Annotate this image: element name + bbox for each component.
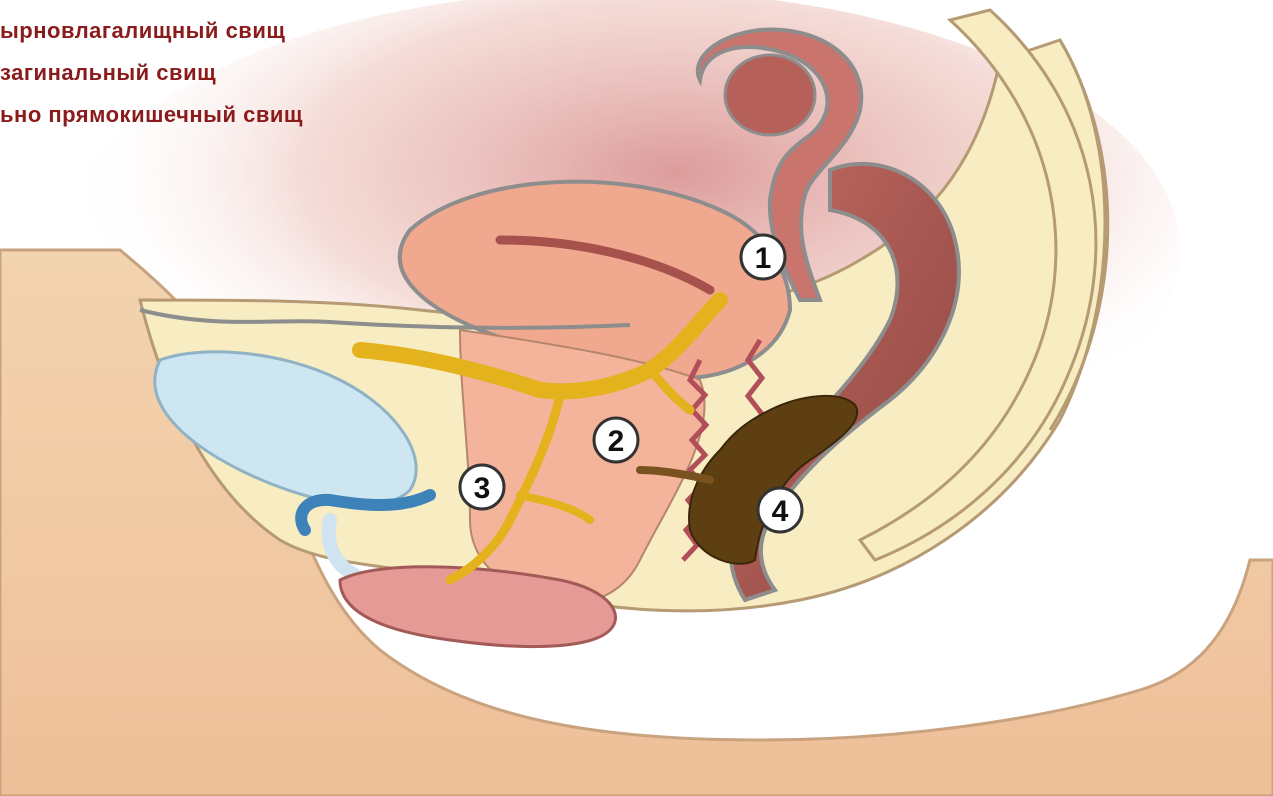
sigmoid-colon-lumen <box>725 55 815 135</box>
legend-item-3: ьно прямокишечный свищ <box>0 102 303 128</box>
marker-3-label: 3 <box>474 472 491 505</box>
marker-1-label: 1 <box>755 242 772 275</box>
marker-2-label: 2 <box>608 425 625 458</box>
marker-1: 1 <box>741 235 785 279</box>
legend-item-2: загинальный свищ <box>0 60 216 86</box>
legend-item-1: ырновлагалищный свищ <box>0 18 285 44</box>
marker-3: 3 <box>460 465 504 509</box>
marker-2: 2 <box>594 418 638 462</box>
marker-4: 4 <box>758 488 802 532</box>
marker-4-label: 4 <box>772 495 789 528</box>
